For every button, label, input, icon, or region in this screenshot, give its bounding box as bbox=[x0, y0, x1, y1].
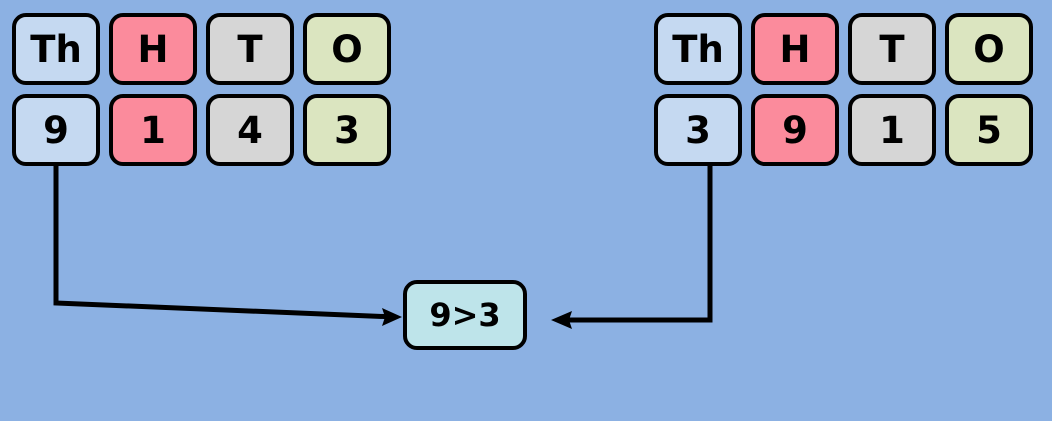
place-value-group-right: Th H T O 3 9 1 5 bbox=[654, 13, 1033, 166]
header-cell-tens-left: T bbox=[206, 13, 294, 85]
arrowhead-right-icon bbox=[551, 311, 572, 329]
header-cell-hundreds-right: H bbox=[751, 13, 839, 85]
header-cell-hundreds-left: H bbox=[109, 13, 197, 85]
digit-cell-thousands-right[interactable]: 3 bbox=[654, 94, 742, 166]
digit-cell-hundreds-left[interactable]: 1 bbox=[109, 94, 197, 166]
connector-left-path bbox=[53, 165, 396, 320]
connector-left-arrow bbox=[53, 165, 402, 326]
digit-cell-thousands-left[interactable]: 9 bbox=[12, 94, 100, 166]
connector-right-arrow bbox=[551, 165, 713, 329]
header-cell-thousands-right: Th bbox=[654, 13, 742, 85]
connector-right-path bbox=[560, 165, 713, 323]
digit-cell-ones-right[interactable]: 5 bbox=[945, 94, 1033, 166]
digit-cell-tens-right[interactable]: 1 bbox=[848, 94, 936, 166]
place-value-group-left: Th H T O 9 1 4 3 bbox=[12, 13, 391, 166]
digit-cell-tens-left[interactable]: 4 bbox=[206, 94, 294, 166]
header-cell-ones-right: O bbox=[945, 13, 1033, 85]
arrowhead-left-icon bbox=[382, 308, 402, 326]
comparison-result-box[interactable]: 9>3 bbox=[403, 280, 527, 350]
digit-cell-ones-left[interactable]: 3 bbox=[303, 94, 391, 166]
header-cell-tens-right: T bbox=[848, 13, 936, 85]
header-cell-ones-left: O bbox=[303, 13, 391, 85]
digit-cell-hundreds-right[interactable]: 9 bbox=[751, 94, 839, 166]
header-cell-thousands-left: Th bbox=[12, 13, 100, 85]
